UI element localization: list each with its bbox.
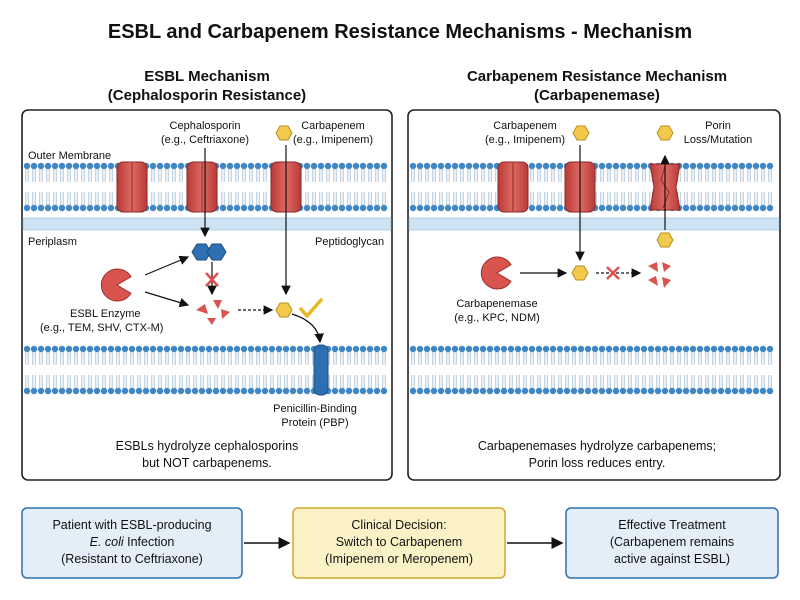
flow-box-patient	[21, 507, 243, 579]
carbapenem-hydrolysis-cross-icon	[606, 266, 620, 280]
outer-membrane-label: Outer Membrane	[28, 150, 111, 162]
hydrolysis-cross-icon	[205, 272, 219, 287]
enzyme-to-fragments-arrow	[144, 291, 190, 308]
left-caption-line1: ESBLs hydrolyze cephalosporins	[116, 439, 299, 453]
periplasm-label: Periplasm	[28, 236, 77, 248]
left-panel-heading: ESBL Mechanism	[144, 68, 270, 85]
left-porin-1	[116, 161, 148, 213]
right-panel-subheading: (Carbapenemase)	[534, 87, 660, 104]
flow-box3-line1: Effective Treatment	[618, 518, 726, 532]
esbl-enzyme-examples: (e.g., TEM, SHV, CTX-M)	[40, 322, 163, 334]
left-panel-subheading: (Cephalosporin Resistance)	[108, 87, 306, 104]
cephalosporin-molecule-icon	[191, 243, 227, 261]
pbp-label-2: Protein (PBP)	[281, 417, 348, 429]
effective-check-icon	[299, 298, 323, 318]
flow-box-decision	[292, 507, 506, 579]
right-carbapenem-icon	[572, 125, 590, 141]
periplasm-carbapenem-target-icon	[571, 265, 589, 281]
left-carbapenem-icon	[275, 125, 293, 141]
cephalosporin-label: Cephalosporin	[170, 120, 241, 132]
right-panel-heading: Carbapenem Resistance Mechanism	[467, 68, 727, 85]
hydrolyzed-carbapenem-fragments-icon	[648, 262, 671, 288]
carbapenemase-examples: (e.g., KPC, NDM)	[454, 312, 540, 324]
esbl-enzyme-icon	[100, 268, 132, 302]
left-porin-2	[186, 161, 218, 213]
enzyme-to-cephalosporin-arrow	[144, 255, 190, 276]
esbl-enzyme-label: ESBL Enzyme	[70, 308, 141, 320]
carbapenemase-enzyme-icon	[480, 256, 512, 290]
right-peptidoglycan-band	[408, 217, 780, 231]
carbapenem-to-pbp-arrow	[291, 313, 324, 344]
carbapenemase-label: Carbapenemase	[456, 298, 537, 310]
pbp-label: Penicillin-Binding	[273, 403, 357, 415]
periplasm-carbapenem-icon	[656, 232, 674, 248]
flow-box1-line2: E. coli Infection	[90, 535, 175, 549]
right-porin-1	[497, 161, 529, 213]
flow-box2-line1: Clinical Decision:	[351, 518, 446, 532]
flow-box3-line3: active against ESBL)	[614, 552, 730, 566]
left-carbapenem-active-icon	[275, 302, 293, 318]
right-inner-membrane	[409, 345, 774, 395]
peptidoglycan-label: Peptidoglycan	[315, 236, 384, 248]
flow-box-treatment	[565, 507, 779, 579]
flow-box1-line3: (Resistant to Ceftriaxone)	[61, 552, 203, 566]
flow-box1-line1: Patient with ESBL-producing	[52, 518, 211, 532]
porin-loss-label-2: Loss/Mutation	[684, 134, 752, 146]
page-title: ESBL and Carbapenem Resistance Mechanism…	[108, 21, 692, 43]
left-peptidoglycan-band	[22, 217, 392, 231]
cephalosporin-example: (e.g., Ceftriaxone)	[161, 134, 249, 146]
porin-loss-label: Porin	[705, 120, 731, 132]
flow-box2-line2: Switch to Carbapenem	[336, 535, 462, 549]
left-carbapenem-example: (e.g., Imipenem)	[293, 134, 373, 146]
hydrolyzed-fragments-icon	[196, 300, 230, 325]
left-carbapenem-label: Carbapenem	[301, 120, 365, 132]
pbp-icon	[313, 344, 329, 396]
right-carbapenem-label: Carbapenem	[493, 120, 557, 132]
right-caption-line1: Carbapenemases hydrolyze carbapenems;	[478, 439, 716, 453]
flow-box2-line3: (Imipenem or Meropenem)	[325, 552, 473, 566]
right-outer-membrane	[409, 162, 774, 212]
left-caption-line2: but NOT carbapenems.	[142, 456, 272, 470]
right-caption-line2: Porin loss reduces entry.	[529, 456, 666, 470]
porin-blocked-carbapenem-icon	[656, 125, 674, 141]
flow-box3-line2: (Carbapenem remains	[610, 535, 734, 549]
right-carbapenem-example: (e.g., Imipenem)	[485, 134, 565, 146]
